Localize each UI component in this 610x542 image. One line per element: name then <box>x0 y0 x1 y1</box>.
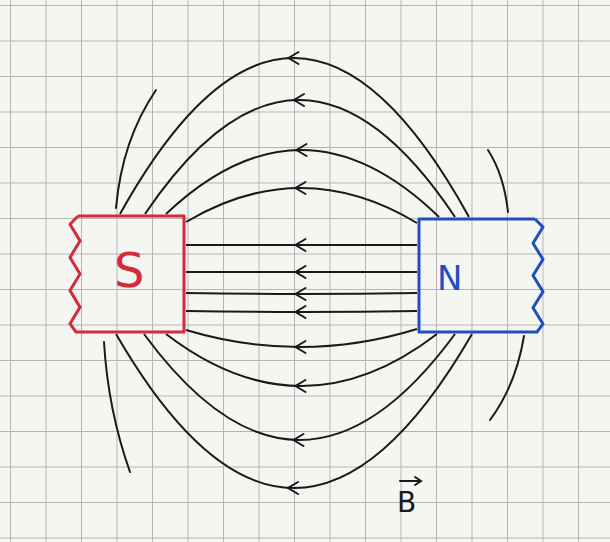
field-line <box>186 288 417 300</box>
arrowhead <box>296 288 306 300</box>
arrowhead <box>294 94 304 106</box>
field-line <box>186 329 417 353</box>
field-line-stub <box>490 336 524 420</box>
field-line-path <box>186 311 417 312</box>
field-line-path <box>186 244 417 246</box>
field-line-stub <box>488 150 508 212</box>
field-line-path <box>116 334 472 488</box>
field-line <box>120 52 469 217</box>
field-line <box>116 334 472 494</box>
arrowhead <box>296 306 306 318</box>
magnet-pole: N <box>417 217 545 334</box>
field-line <box>186 182 417 223</box>
arrowhead <box>297 144 307 156</box>
pole-border <box>70 216 184 332</box>
vector-arrow <box>400 477 421 485</box>
field-label: B <box>397 489 416 517</box>
field-line-path <box>120 58 469 217</box>
field-line <box>145 94 455 217</box>
pole-letter: N <box>437 261 462 295</box>
arrowhead <box>294 434 304 446</box>
arrowhead <box>296 266 306 278</box>
field-line-path <box>186 271 417 273</box>
field-line <box>186 266 417 278</box>
field-line-path <box>186 293 417 294</box>
magnet-pole: S <box>68 214 186 334</box>
pole-letter: S <box>114 246 144 294</box>
field-line <box>166 144 439 217</box>
arrowhead <box>296 380 306 392</box>
arrowhead <box>288 482 298 494</box>
arrowhead <box>289 52 299 64</box>
pole-border <box>419 219 543 332</box>
field-line-path <box>145 100 455 217</box>
field-line-path <box>166 150 439 217</box>
field-line <box>166 334 437 392</box>
field-line-path <box>186 188 417 223</box>
field-line <box>144 334 455 446</box>
arrowhead <box>296 341 306 353</box>
field-line-path <box>166 334 437 386</box>
arrowhead <box>296 239 306 251</box>
arrowhead <box>296 182 306 194</box>
field-line <box>186 306 417 318</box>
pole-outline <box>417 217 545 334</box>
field-line-stub <box>104 342 130 472</box>
field-line-stub <box>116 90 156 208</box>
field-line <box>186 239 417 251</box>
